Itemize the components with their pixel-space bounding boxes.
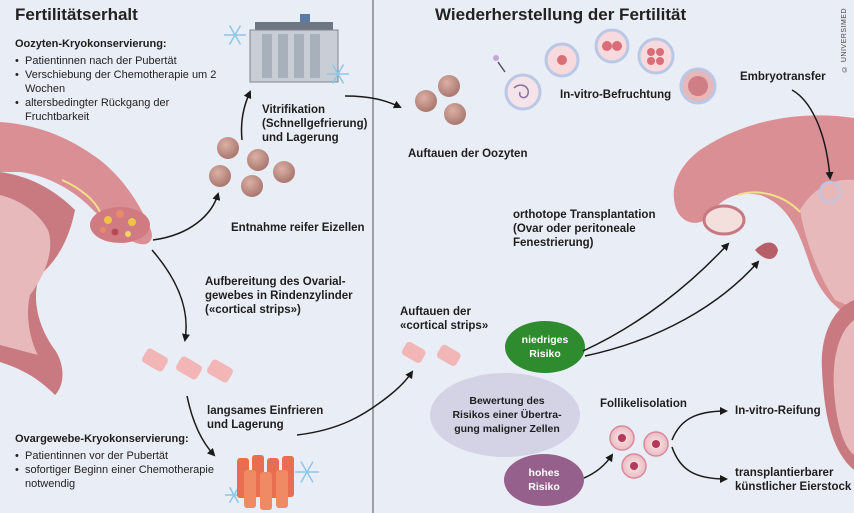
ivm-label: In-vitro-Reifung bbox=[735, 405, 821, 417]
oocytes-retrieved bbox=[209, 137, 295, 197]
low-risk-ellipse bbox=[505, 321, 585, 373]
watermark: © UNIVERSIMED bbox=[841, 8, 848, 73]
low-risk-label: niedriges Risiko bbox=[521, 334, 569, 360]
cryo-tank bbox=[249, 14, 339, 83]
left-title: Fertilitätserhalt bbox=[15, 5, 138, 24]
high-risk-ellipse bbox=[504, 454, 584, 506]
tissue-heading: Ovargewebe-Kryokonservierung: bbox=[15, 433, 189, 445]
follicle-isolation-label: Follikelisolation bbox=[600, 398, 687, 410]
tissue-prep-label: Aufbereitung des Ovarial- gewebes in Rin… bbox=[205, 276, 353, 316]
cortical-strips bbox=[142, 341, 461, 383]
oocyte-bullet: Verschiebung der Chemotherapie um 2 Woch… bbox=[15, 68, 230, 96]
oocytes-thawed bbox=[415, 75, 466, 125]
thaw-oocytes-label: Auftauen der Oozyten bbox=[408, 148, 528, 160]
oocyte-bullet: altersbedingter Rückgang der Fruchtbarke… bbox=[15, 96, 230, 124]
oocyte-heading: Oozyten-Kryokonservierung: bbox=[15, 38, 167, 50]
right-title: Wiederherstellung der Fertilität bbox=[435, 5, 687, 24]
oocyte-bullet: Patientinnen nach der Pubertät bbox=[15, 54, 230, 68]
tissue-bullet: Patientinnen vor der Pubertät bbox=[15, 449, 230, 463]
assessment-ellipse bbox=[430, 373, 580, 457]
vitrification-label: Vitrifikation (Schnellgefrierung) und La… bbox=[262, 104, 368, 144]
ivf-sequence bbox=[493, 28, 841, 203]
high-risk-label: hohes Risiko bbox=[528, 467, 560, 493]
snowflake-icons bbox=[224, 25, 349, 504]
tissue-bullets: Patientinnen vor der Pubertät sofortiger… bbox=[15, 449, 230, 491]
oocyte-bullets: Patientinnen nach der Pubertät Verschieb… bbox=[15, 54, 230, 124]
orthotopic-label: orthotope Transplantation (Ovar oder per… bbox=[513, 209, 656, 249]
thaw-strips-label: Auftauen der «cortical strips» bbox=[400, 306, 489, 332]
uterus-right bbox=[673, 115, 854, 470]
cryo-vials bbox=[237, 455, 294, 510]
artificial-ovary-label: transplantierbarer künstlicher Eierstock bbox=[735, 467, 852, 493]
embryo-transfer-label: Embryotransfer bbox=[740, 71, 826, 83]
isolated-follicles bbox=[609, 425, 669, 479]
assessment-label: Bewertung des Risikos einer Übertra- gun… bbox=[452, 395, 562, 435]
uterus-ovary-left bbox=[0, 122, 152, 395]
tissue-bullet: sofortiger Beginn einer Chemotherapie no… bbox=[15, 463, 230, 491]
slow-freeze-label: langsames Einfrieren und Lagerung bbox=[207, 405, 324, 431]
ivf-label: In-vitro-Befruchtung bbox=[560, 89, 672, 101]
retrieval-label: Entnahme reifer Eizellen bbox=[231, 222, 365, 234]
flow-arrows bbox=[151, 89, 834, 483]
